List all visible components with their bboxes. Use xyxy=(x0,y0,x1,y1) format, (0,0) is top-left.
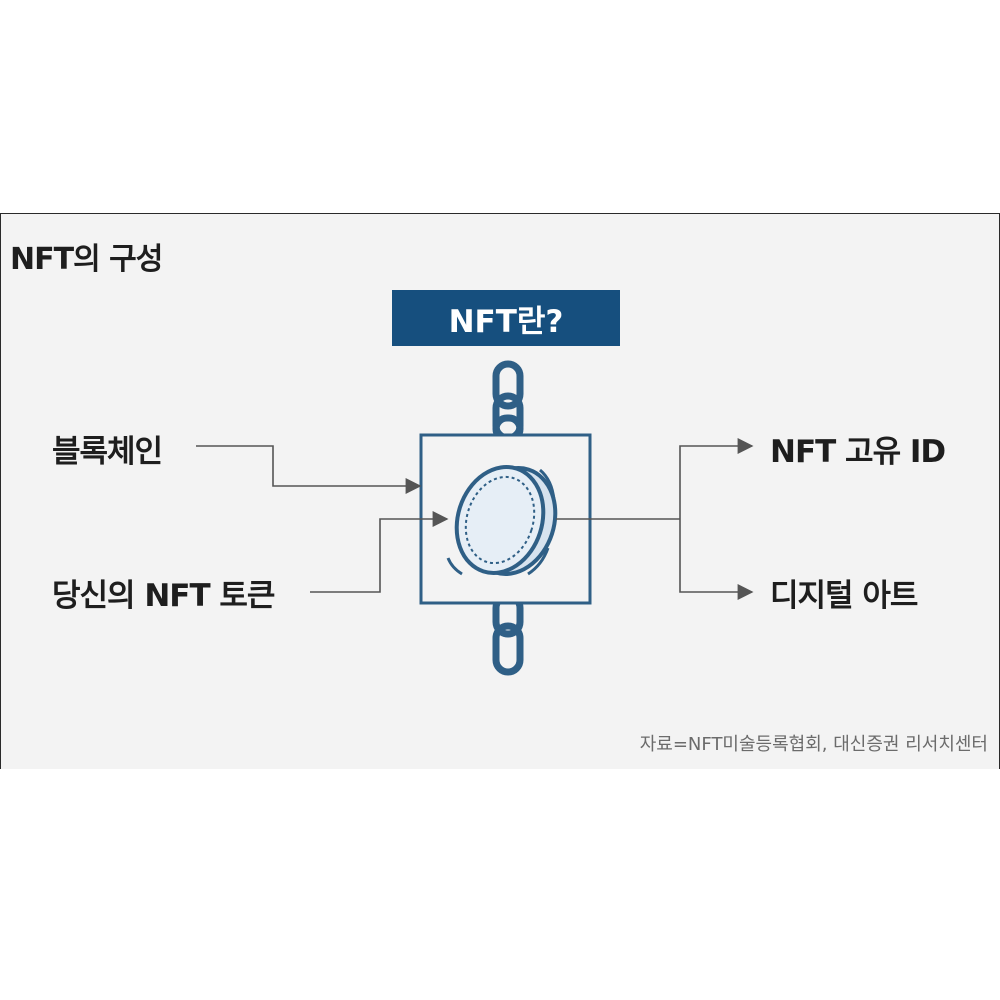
coin-icon xyxy=(446,465,558,576)
source-note: 자료=NFT미술등록협회, 대신증권 리서치센터 xyxy=(639,734,988,755)
chain-top-icon xyxy=(492,360,524,444)
arrow-unique-id xyxy=(679,438,754,519)
arrow-token xyxy=(310,511,449,593)
chain-bottom-icon xyxy=(492,592,524,676)
label-nft-token: 당신의 NFT 토큰 xyxy=(52,578,275,614)
diagram-title: NFT의 구성 xyxy=(10,242,163,277)
arrow-digital-art xyxy=(679,519,754,600)
arrow-blockchain xyxy=(196,445,422,494)
label-digital-art: 디지털 아트 xyxy=(770,578,918,614)
label-blockchain: 블록체인 xyxy=(52,434,163,470)
label-nft-unique-id: NFT 고유 ID xyxy=(770,434,946,470)
nft-header-label: NFT란? xyxy=(448,303,564,340)
nft-header-box: NFT란? xyxy=(392,290,620,346)
